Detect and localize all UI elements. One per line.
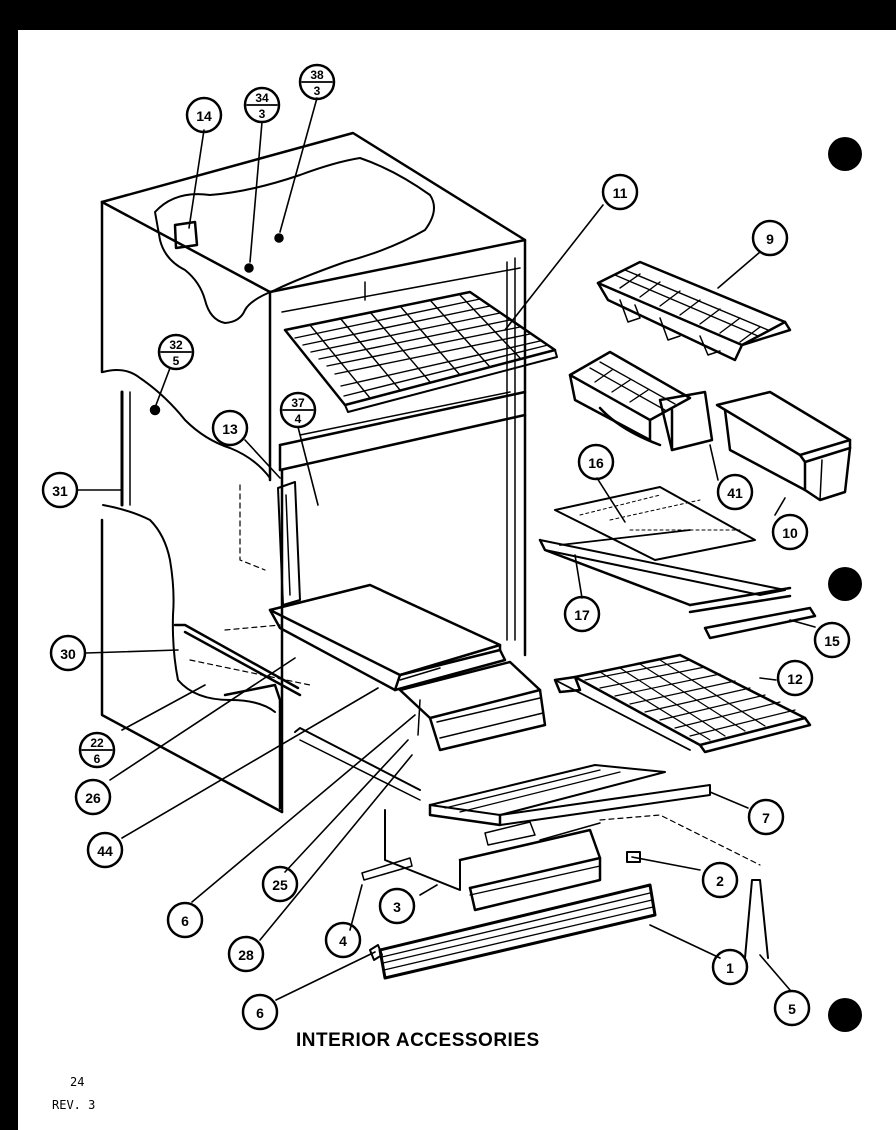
- callout-14-label: 14: [196, 108, 212, 124]
- ice-storage-bin: [715, 390, 852, 502]
- callout-38: 38 3: [298, 63, 336, 101]
- callout-37-bottom-label: 4: [295, 412, 302, 426]
- callout-17: 17: [563, 595, 601, 633]
- callout-10-label: 10: [782, 525, 798, 541]
- callout-9-label: 9: [766, 231, 774, 247]
- callout-12-label: 12: [787, 671, 803, 687]
- callout-44: 44: [86, 831, 124, 869]
- callout-15-label: 15: [824, 633, 840, 649]
- callout-1-label: 1: [726, 960, 734, 976]
- callout-41-label: 41: [727, 485, 743, 501]
- callout-6-lower-label: 6: [256, 1005, 264, 1021]
- callout-2: 2: [701, 861, 739, 899]
- ice-maker-assembly: [568, 350, 714, 452]
- callout-13: 13: [211, 409, 249, 447]
- callout-22: 22 6: [78, 731, 116, 769]
- diagram-title: INTERIOR ACCESSORIES: [296, 1030, 540, 1051]
- callout-11-label: 11: [613, 185, 628, 201]
- callout-15: 15: [813, 621, 851, 659]
- callout-30: 30: [49, 634, 87, 672]
- page-number: 24: [70, 1075, 85, 1089]
- callout-17-label: 17: [574, 607, 590, 623]
- binder-hole-middle: [828, 567, 862, 601]
- callout-14: 14: [185, 96, 223, 134]
- callout-22-bottom-label: 6: [94, 752, 101, 766]
- ice-cube-tray: [596, 260, 792, 362]
- callout-16: 16: [577, 443, 615, 481]
- callout-28: 28: [227, 935, 265, 973]
- callout-16-label: 16: [588, 455, 604, 471]
- toe-grille: [378, 883, 657, 980]
- callout-25-label: 25: [272, 877, 288, 893]
- leader-lines: [76, 97, 816, 1001]
- callout-1: 1: [711, 948, 749, 986]
- callout-10: 10: [771, 513, 809, 551]
- callout-34-top-label: 34: [255, 91, 269, 105]
- freezer-wire-shelf: [283, 290, 558, 413]
- door-closure-bars: [277, 481, 301, 606]
- callout-34-bottom-label: 3: [259, 107, 266, 121]
- meat-pan-cover-rail: [428, 764, 711, 827]
- callout-25: 25: [261, 865, 299, 903]
- callout-44-label: 44: [97, 843, 113, 859]
- dashed-guide-lines: [189, 484, 761, 866]
- revision-label: REV. 3: [52, 1098, 96, 1112]
- callout-37-top-label: 37: [291, 396, 305, 410]
- callout-32-top-label: 32: [169, 338, 183, 352]
- callout-22-top-label: 22: [90, 736, 104, 750]
- callout-4-label: 4: [339, 933, 347, 949]
- callout-37: 37 4: [279, 391, 317, 429]
- callout-3: 3: [378, 887, 416, 925]
- callout-9: 9: [751, 219, 789, 257]
- callout-5-label: 5: [788, 1001, 796, 1017]
- front-trim-panel: [223, 683, 282, 810]
- meat-pan: [384, 809, 602, 912]
- callout-38-top-label: 38: [310, 68, 324, 82]
- callout-41: 41: [716, 473, 754, 511]
- callout-26-upper-label: 26: [85, 790, 101, 806]
- shelf-frame: [538, 529, 792, 614]
- insulation-cutaway-top: [154, 157, 435, 324]
- binder-hole-top: [828, 137, 862, 171]
- callout-7: 7: [747, 798, 785, 836]
- callout-3-label: 3: [393, 899, 401, 915]
- callout-7-label: 7: [762, 810, 770, 826]
- callout-34: 34 3: [243, 86, 281, 124]
- callout-31-label: 31: [52, 483, 68, 499]
- binder-hole-bottom: [828, 998, 862, 1032]
- small-parts: [361, 851, 769, 961]
- callout-5: 5: [773, 989, 811, 1027]
- callout-26-upper: 26: [74, 778, 112, 816]
- parts-sheet: [18, 30, 896, 1130]
- callout-11: 11: [601, 173, 639, 211]
- callout-12: 12: [776, 659, 814, 697]
- callout-28-label: 28: [238, 947, 254, 963]
- callout-31: 31: [41, 471, 79, 509]
- callout-13-label: 13: [222, 421, 238, 437]
- callout-4: 4: [324, 921, 362, 959]
- callout-38-bottom-label: 3: [314, 84, 321, 98]
- fresh-food-wire-shelf: [553, 653, 812, 754]
- callout-6-lower: 6: [241, 993, 279, 1031]
- crisper-cover-assembly: [268, 583, 507, 692]
- callout-30-label: 30: [60, 646, 76, 662]
- crisper-pan: [398, 660, 547, 752]
- callout-32: 32 5: [157, 333, 195, 371]
- callout-6-upper: 6: [166, 901, 204, 939]
- callout-6-upper-label: 6: [181, 913, 189, 929]
- callout-2-label: 2: [716, 873, 724, 889]
- shelf-front-trim: [703, 606, 817, 640]
- callout-32-bottom-label: 5: [173, 354, 180, 368]
